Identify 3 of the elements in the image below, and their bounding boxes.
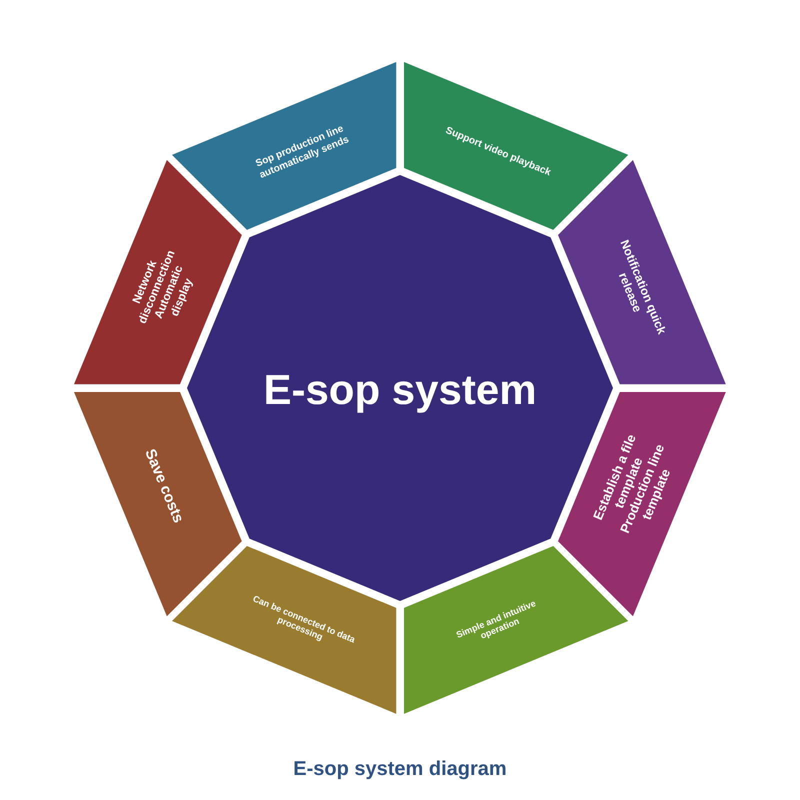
diagram-caption: E-sop system diagram [293, 758, 507, 780]
segment-label: Save costs [141, 446, 188, 526]
hub-title: E-sop system [263, 366, 537, 414]
